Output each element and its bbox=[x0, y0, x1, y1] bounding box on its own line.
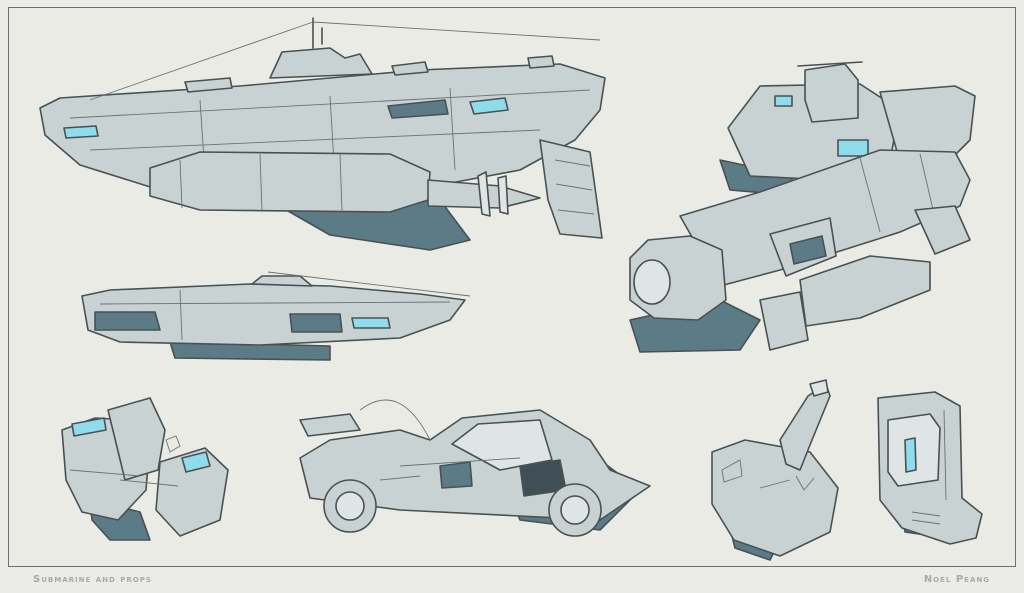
wall-panel-sketch bbox=[877, 391, 983, 545]
submarine-large-sketch bbox=[39, 17, 606, 251]
heavy-gun-sketch bbox=[629, 61, 976, 353]
backpack-sketch bbox=[61, 397, 229, 541]
caption-artist: Noel Peang bbox=[923, 574, 990, 585]
caption-title: Submarine and props bbox=[33, 574, 152, 585]
buggy-vehicle-sketch bbox=[299, 399, 651, 537]
submarine-small-sketch bbox=[81, 271, 471, 361]
lever-control-sketch bbox=[711, 379, 839, 561]
